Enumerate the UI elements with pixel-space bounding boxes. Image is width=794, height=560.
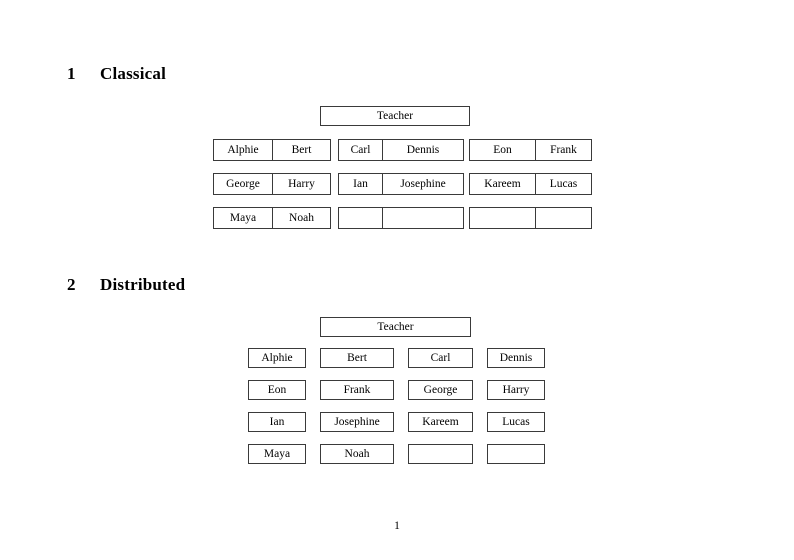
table-row bbox=[469, 207, 592, 229]
cell-student: Frank bbox=[535, 139, 592, 161]
cell-student: Maya bbox=[213, 207, 273, 229]
row-gap bbox=[339, 195, 383, 208]
distributed-cell: Kareem bbox=[408, 412, 473, 432]
section-heading-distributed: 2 Distributed bbox=[67, 275, 185, 295]
section-title: Distributed bbox=[100, 275, 186, 294]
table-row: Maya Noah bbox=[213, 207, 331, 229]
distributed-cell: Ian bbox=[248, 412, 306, 432]
classical-group-left: Alphie Bert George Harry Maya Noah bbox=[213, 139, 331, 229]
cell-student-empty bbox=[469, 207, 536, 229]
table-row bbox=[214, 195, 331, 208]
row-gap bbox=[383, 161, 464, 174]
distributed-cell-empty bbox=[408, 444, 473, 464]
distributed-cell: Lucas bbox=[487, 412, 545, 432]
section-number: 2 bbox=[67, 275, 76, 294]
row-gap bbox=[470, 161, 536, 174]
cell-student: Lucas bbox=[535, 173, 592, 195]
cell-student: Alphie bbox=[213, 139, 273, 161]
row-gap bbox=[470, 195, 536, 208]
cell-student: Carl bbox=[338, 139, 383, 161]
distributed-cell: Bert bbox=[320, 348, 394, 368]
table-row bbox=[470, 195, 592, 208]
row-gap bbox=[214, 195, 273, 208]
table-row: Kareem Lucas bbox=[469, 173, 592, 195]
distributed-cell-empty bbox=[487, 444, 545, 464]
row-gap bbox=[536, 195, 592, 208]
table-row: Carl Dennis bbox=[338, 139, 464, 161]
cell-student: Eon bbox=[469, 139, 536, 161]
distributed-cell: Frank bbox=[320, 380, 394, 400]
cell-student-empty bbox=[382, 207, 464, 229]
distributed-cell: George bbox=[408, 380, 473, 400]
row-gap bbox=[339, 161, 383, 174]
cell-student: Dennis bbox=[382, 139, 464, 161]
cell-student: Bert bbox=[272, 139, 331, 161]
page-number: 1 bbox=[394, 520, 400, 532]
distributed-cell: Eon bbox=[248, 380, 306, 400]
table-row bbox=[214, 161, 331, 174]
table-row bbox=[338, 207, 464, 229]
cell-student: Josephine bbox=[382, 173, 464, 195]
cell-student: Harry bbox=[272, 173, 331, 195]
distributed-cell: Josephine bbox=[320, 412, 394, 432]
table-row: Ian Josephine bbox=[338, 173, 464, 195]
distributed-cell: Maya bbox=[248, 444, 306, 464]
cell-student: George bbox=[213, 173, 273, 195]
row-gap bbox=[536, 161, 592, 174]
distributed-cell: Carl bbox=[408, 348, 473, 368]
row-gap bbox=[273, 195, 331, 208]
table-row bbox=[339, 195, 464, 208]
distributed-cell: Alphie bbox=[248, 348, 306, 368]
cell-student: Ian bbox=[338, 173, 383, 195]
teacher-box-distributed: Teacher bbox=[320, 317, 471, 337]
cell-student: Kareem bbox=[469, 173, 536, 195]
section-number: 1 bbox=[67, 64, 76, 83]
distributed-cell: Noah bbox=[320, 444, 394, 464]
section-title: Classical bbox=[100, 64, 167, 83]
row-gap bbox=[273, 161, 331, 174]
teacher-box-classical: Teacher bbox=[320, 106, 470, 126]
table-row bbox=[470, 161, 592, 174]
cell-student: Noah bbox=[272, 207, 331, 229]
table-row: George Harry bbox=[213, 173, 331, 195]
distributed-cell: Dennis bbox=[487, 348, 545, 368]
cell-student-empty bbox=[535, 207, 592, 229]
table-row: Eon Frank bbox=[469, 139, 592, 161]
classical-group-middle: Carl Dennis Ian Josephine bbox=[338, 139, 464, 229]
table-row: Alphie Bert bbox=[213, 139, 331, 161]
classical-group-right: Eon Frank Kareem Lucas bbox=[469, 139, 592, 229]
row-gap bbox=[383, 195, 464, 208]
cell-student-empty bbox=[338, 207, 383, 229]
row-gap bbox=[214, 161, 273, 174]
distributed-cell: Harry bbox=[487, 380, 545, 400]
table-row bbox=[339, 161, 464, 174]
section-heading-classical: 1 Classical bbox=[67, 64, 166, 84]
